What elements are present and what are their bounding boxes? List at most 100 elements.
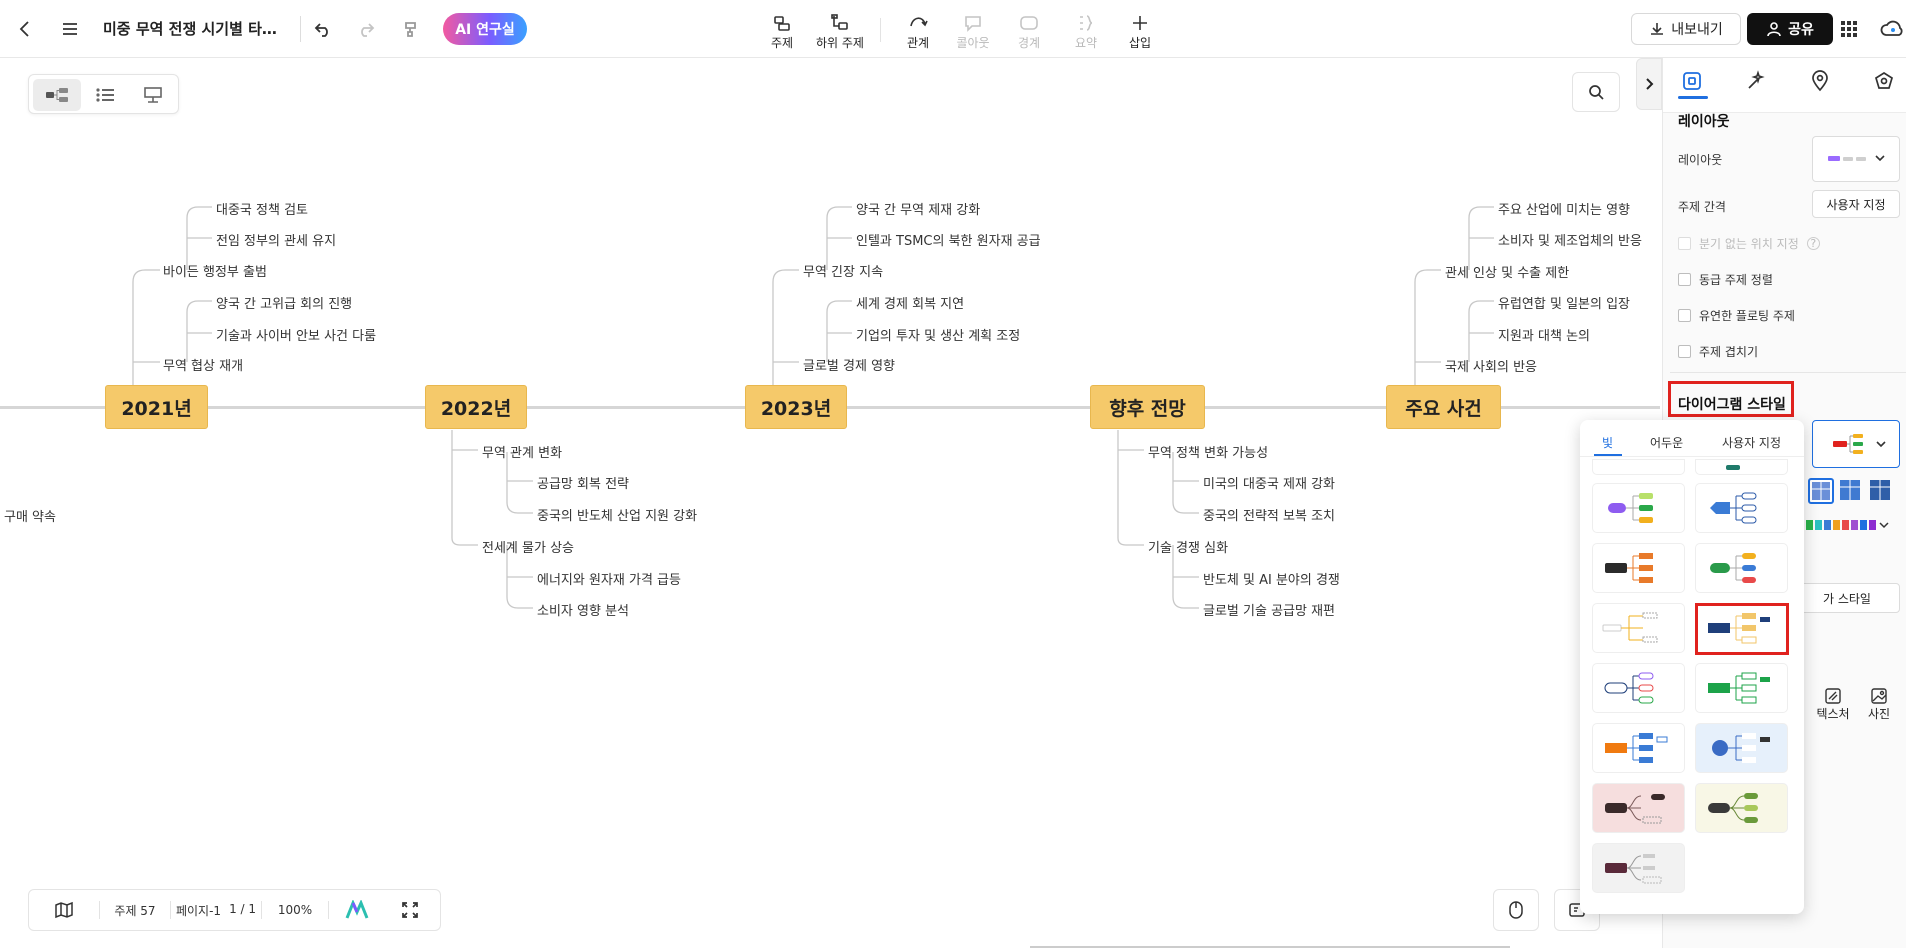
subtopic-node[interactable]: 유럽연합 및 일본의 입장 [1498, 297, 1630, 312]
subtopic-node[interactable]: 글로벌 기술 공급망 재편 [1203, 604, 1335, 619]
style-thumb[interactable] [1593, 544, 1684, 592]
subtopic-node[interactable]: 소비자 영향 분석 [537, 604, 629, 619]
topic-node[interactable]: 기술 경쟁 심화 [1148, 541, 1229, 556]
share-button[interactable]: 공유 [1747, 13, 1833, 45]
topic-node[interactable]: 바이든 행정부 출범 [163, 265, 267, 280]
subtopic-node[interactable]: 기업의 투자 및 생산 계획 조정 [856, 329, 1021, 344]
style-thumb[interactable] [1696, 664, 1787, 712]
year-node-2022[interactable]: 2022년 [425, 385, 527, 429]
topic-node[interactable]: 글로벌 경제 영향 [803, 359, 895, 374]
minimap-button[interactable] [29, 901, 99, 919]
texture-button[interactable]: 텍스처 [1816, 687, 1850, 727]
subtopic-node[interactable]: 양국 간 고위급 회의 진행 [216, 297, 353, 312]
style-thumb-partial[interactable] [1593, 460, 1684, 474]
apps-grid-icon[interactable] [1838, 18, 1860, 40]
subtopic-node[interactable]: 중국의 전략적 보복 조치 [1203, 509, 1335, 524]
photo-button[interactable]: 사진 [1862, 687, 1896, 727]
topic-node[interactable]: 무역 정책 변화 가능성 [1148, 446, 1269, 461]
style-thumb[interactable] [1593, 664, 1684, 712]
tab-ai[interactable] [1734, 64, 1778, 98]
subtopic-node[interactable]: 소비자 및 제조업체의 반응 [1498, 234, 1642, 249]
mouse-mode-button[interactable] [1493, 889, 1539, 931]
boundary-button[interactable]: 경계 [1009, 10, 1049, 52]
cloud-sync-icon[interactable] [1878, 16, 1906, 42]
back-icon[interactable] [14, 18, 36, 40]
style-thumb-partial[interactable] [1696, 460, 1787, 474]
zoom-level[interactable]: 100% [277, 903, 313, 917]
tab-light[interactable]: 빛 [1602, 436, 1614, 450]
offscreen-node[interactable]: 구매 약속 [4, 510, 56, 525]
tab-marker[interactable] [1798, 64, 1842, 98]
style-thumb[interactable] [1696, 544, 1787, 592]
color-scheme-option-1[interactable] [1808, 478, 1834, 504]
diagram-style-select[interactable] [1812, 420, 1900, 468]
menu-icon[interactable] [59, 18, 81, 40]
mindmap-view-tab[interactable] [33, 79, 81, 111]
mind-map-canvas[interactable] [0, 58, 1660, 948]
style-thumb[interactable] [1696, 784, 1787, 832]
add-subtopic-button[interactable]: 하위 주제 [812, 10, 868, 52]
document-title[interactable]: 미중 무역 전쟁 시기별 타임... [103, 20, 283, 38]
ai-logo-button[interactable] [329, 900, 385, 920]
year-node-future[interactable]: 향후 전망 [1090, 385, 1205, 429]
topic-node[interactable]: 무역 긴장 지속 [803, 265, 884, 280]
subtopic-node[interactable]: 인텔과 TSMC의 북한 원자재 공급 [856, 234, 1041, 249]
summary-button[interactable]: 요약 [1066, 10, 1106, 52]
year-node-events[interactable]: 주요 사건 [1386, 385, 1501, 429]
ai-lab-button[interactable]: AI 연구실 [443, 13, 527, 45]
layout-select[interactable] [1812, 136, 1900, 182]
tab-dark[interactable]: 어두운 [1650, 436, 1684, 450]
topic-node[interactable]: 무역 협상 재개 [163, 359, 244, 374]
style-thumb[interactable] [1593, 604, 1684, 652]
tab-theme[interactable] [1862, 64, 1906, 98]
subtopic-node[interactable]: 기술과 사이버 안보 사건 다룸 [216, 329, 377, 344]
subtopic-node[interactable]: 세계 경제 회복 지연 [856, 297, 965, 312]
overlap-topics-checkbox[interactable]: 주제 겹치기 [1678, 343, 1758, 360]
topic-node[interactable]: 무역 관계 변화 [482, 446, 563, 461]
subtopic-node[interactable]: 에너지와 원자재 가격 급등 [537, 573, 681, 588]
subtopic-node[interactable]: 반도체 및 AI 분야의 경쟁 [1203, 573, 1340, 588]
subtopic-node[interactable]: 지원과 대책 논의 [1498, 329, 1590, 344]
outline-view-tab[interactable] [81, 79, 129, 111]
align-siblings-checkbox[interactable]: 동급 주제 정렬 [1678, 271, 1773, 288]
subtopic-node[interactable]: 전임 정부의 관세 유지 [216, 234, 337, 249]
horizontal-scrollbar[interactable] [1030, 946, 1510, 948]
insert-button[interactable]: 삽입 [1120, 10, 1160, 52]
subtopic-node[interactable]: 주요 산업에 미치는 영향 [1498, 203, 1630, 218]
subtopic-node[interactable]: 양국 간 무역 제재 강화 [856, 203, 981, 218]
style-thumb[interactable] [1593, 484, 1684, 532]
color-scheme-option-2[interactable] [1838, 478, 1864, 504]
canvas-search-button[interactable] [1572, 72, 1620, 112]
format-painter-icon[interactable] [400, 18, 422, 40]
add-topic-button[interactable]: 주제 [762, 10, 802, 52]
style-thumb[interactable] [1593, 724, 1684, 772]
style-thumb[interactable] [1696, 724, 1787, 772]
export-button[interactable]: 내보내기 [1631, 13, 1741, 45]
partial-style-button[interactable]: 가 스타일 [1794, 583, 1900, 613]
fullscreen-button[interactable] [385, 901, 435, 919]
panel-collapse-toggle[interactable] [1636, 58, 1662, 110]
color-scheme-option-3[interactable] [1868, 478, 1894, 504]
presentation-view-tab[interactable] [129, 79, 177, 111]
topic-node[interactable]: 전세계 물가 상승 [482, 541, 574, 556]
year-node-2021[interactable]: 2021년 [105, 385, 208, 429]
subtopic-node[interactable]: 공급망 회복 전략 [537, 477, 629, 492]
page-indicator[interactable]: 페이지-1 1 / 1 [171, 902, 261, 919]
style-thumb[interactable] [1593, 784, 1684, 832]
subtopic-node[interactable]: 미국의 대중국 제재 강화 [1203, 477, 1335, 492]
color-palette-select[interactable] [1806, 518, 1898, 532]
callout-button[interactable]: 콜아웃 [953, 10, 993, 52]
topic-node[interactable]: 관세 인상 및 수출 제한 [1445, 266, 1570, 281]
style-thumb[interactable] [1593, 844, 1684, 892]
spacing-select[interactable]: 사용자 지정 [1812, 190, 1900, 218]
style-thumb[interactable] [1696, 484, 1787, 532]
no-branch-position-checkbox[interactable]: 분기 없는 위치 지정? [1678, 235, 1820, 252]
subtopic-node[interactable]: 대중국 정책 검토 [216, 203, 308, 218]
tab-custom[interactable]: 사용자 지정 [1722, 436, 1782, 450]
topic-node[interactable]: 국제 사회의 반응 [1445, 360, 1537, 375]
year-node-2023[interactable]: 2023년 [745, 385, 847, 429]
relation-button[interactable]: 관계 [898, 10, 938, 52]
undo-icon[interactable] [312, 18, 334, 40]
tab-style[interactable] [1670, 64, 1714, 98]
subtopic-node[interactable]: 중국의 반도체 산업 지원 강화 [537, 509, 698, 524]
